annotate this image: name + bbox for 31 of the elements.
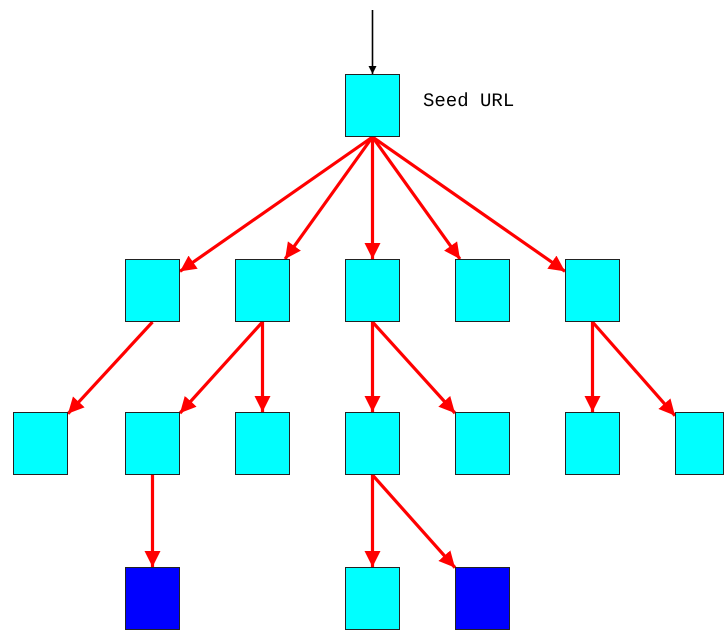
page-box [345,74,400,137]
arrow [371,320,456,414]
page-box [235,259,290,322]
arrow [254,322,270,412]
page-box [565,259,620,322]
arrow [144,475,160,567]
arrow [371,474,456,569]
arrow [591,320,676,417]
page-box [345,567,400,630]
arrow [179,136,374,273]
page-box [125,567,180,630]
page-box [345,412,400,475]
arrow [178,320,264,414]
page-box [345,259,400,322]
page-box [13,412,68,475]
arrow [368,10,376,74]
page-box [455,567,510,630]
arrow [584,322,600,412]
arrow [364,322,380,412]
page-box [455,412,510,475]
page-box [235,412,290,475]
arrow [364,475,380,567]
page-box [455,259,510,322]
arrow [372,136,566,273]
page-box [565,412,620,475]
arrow [364,137,380,259]
page-box [125,259,180,322]
arrow [66,320,154,415]
page-box [675,412,724,475]
page-box [125,412,180,475]
node-caption: Seed URL [423,90,514,112]
